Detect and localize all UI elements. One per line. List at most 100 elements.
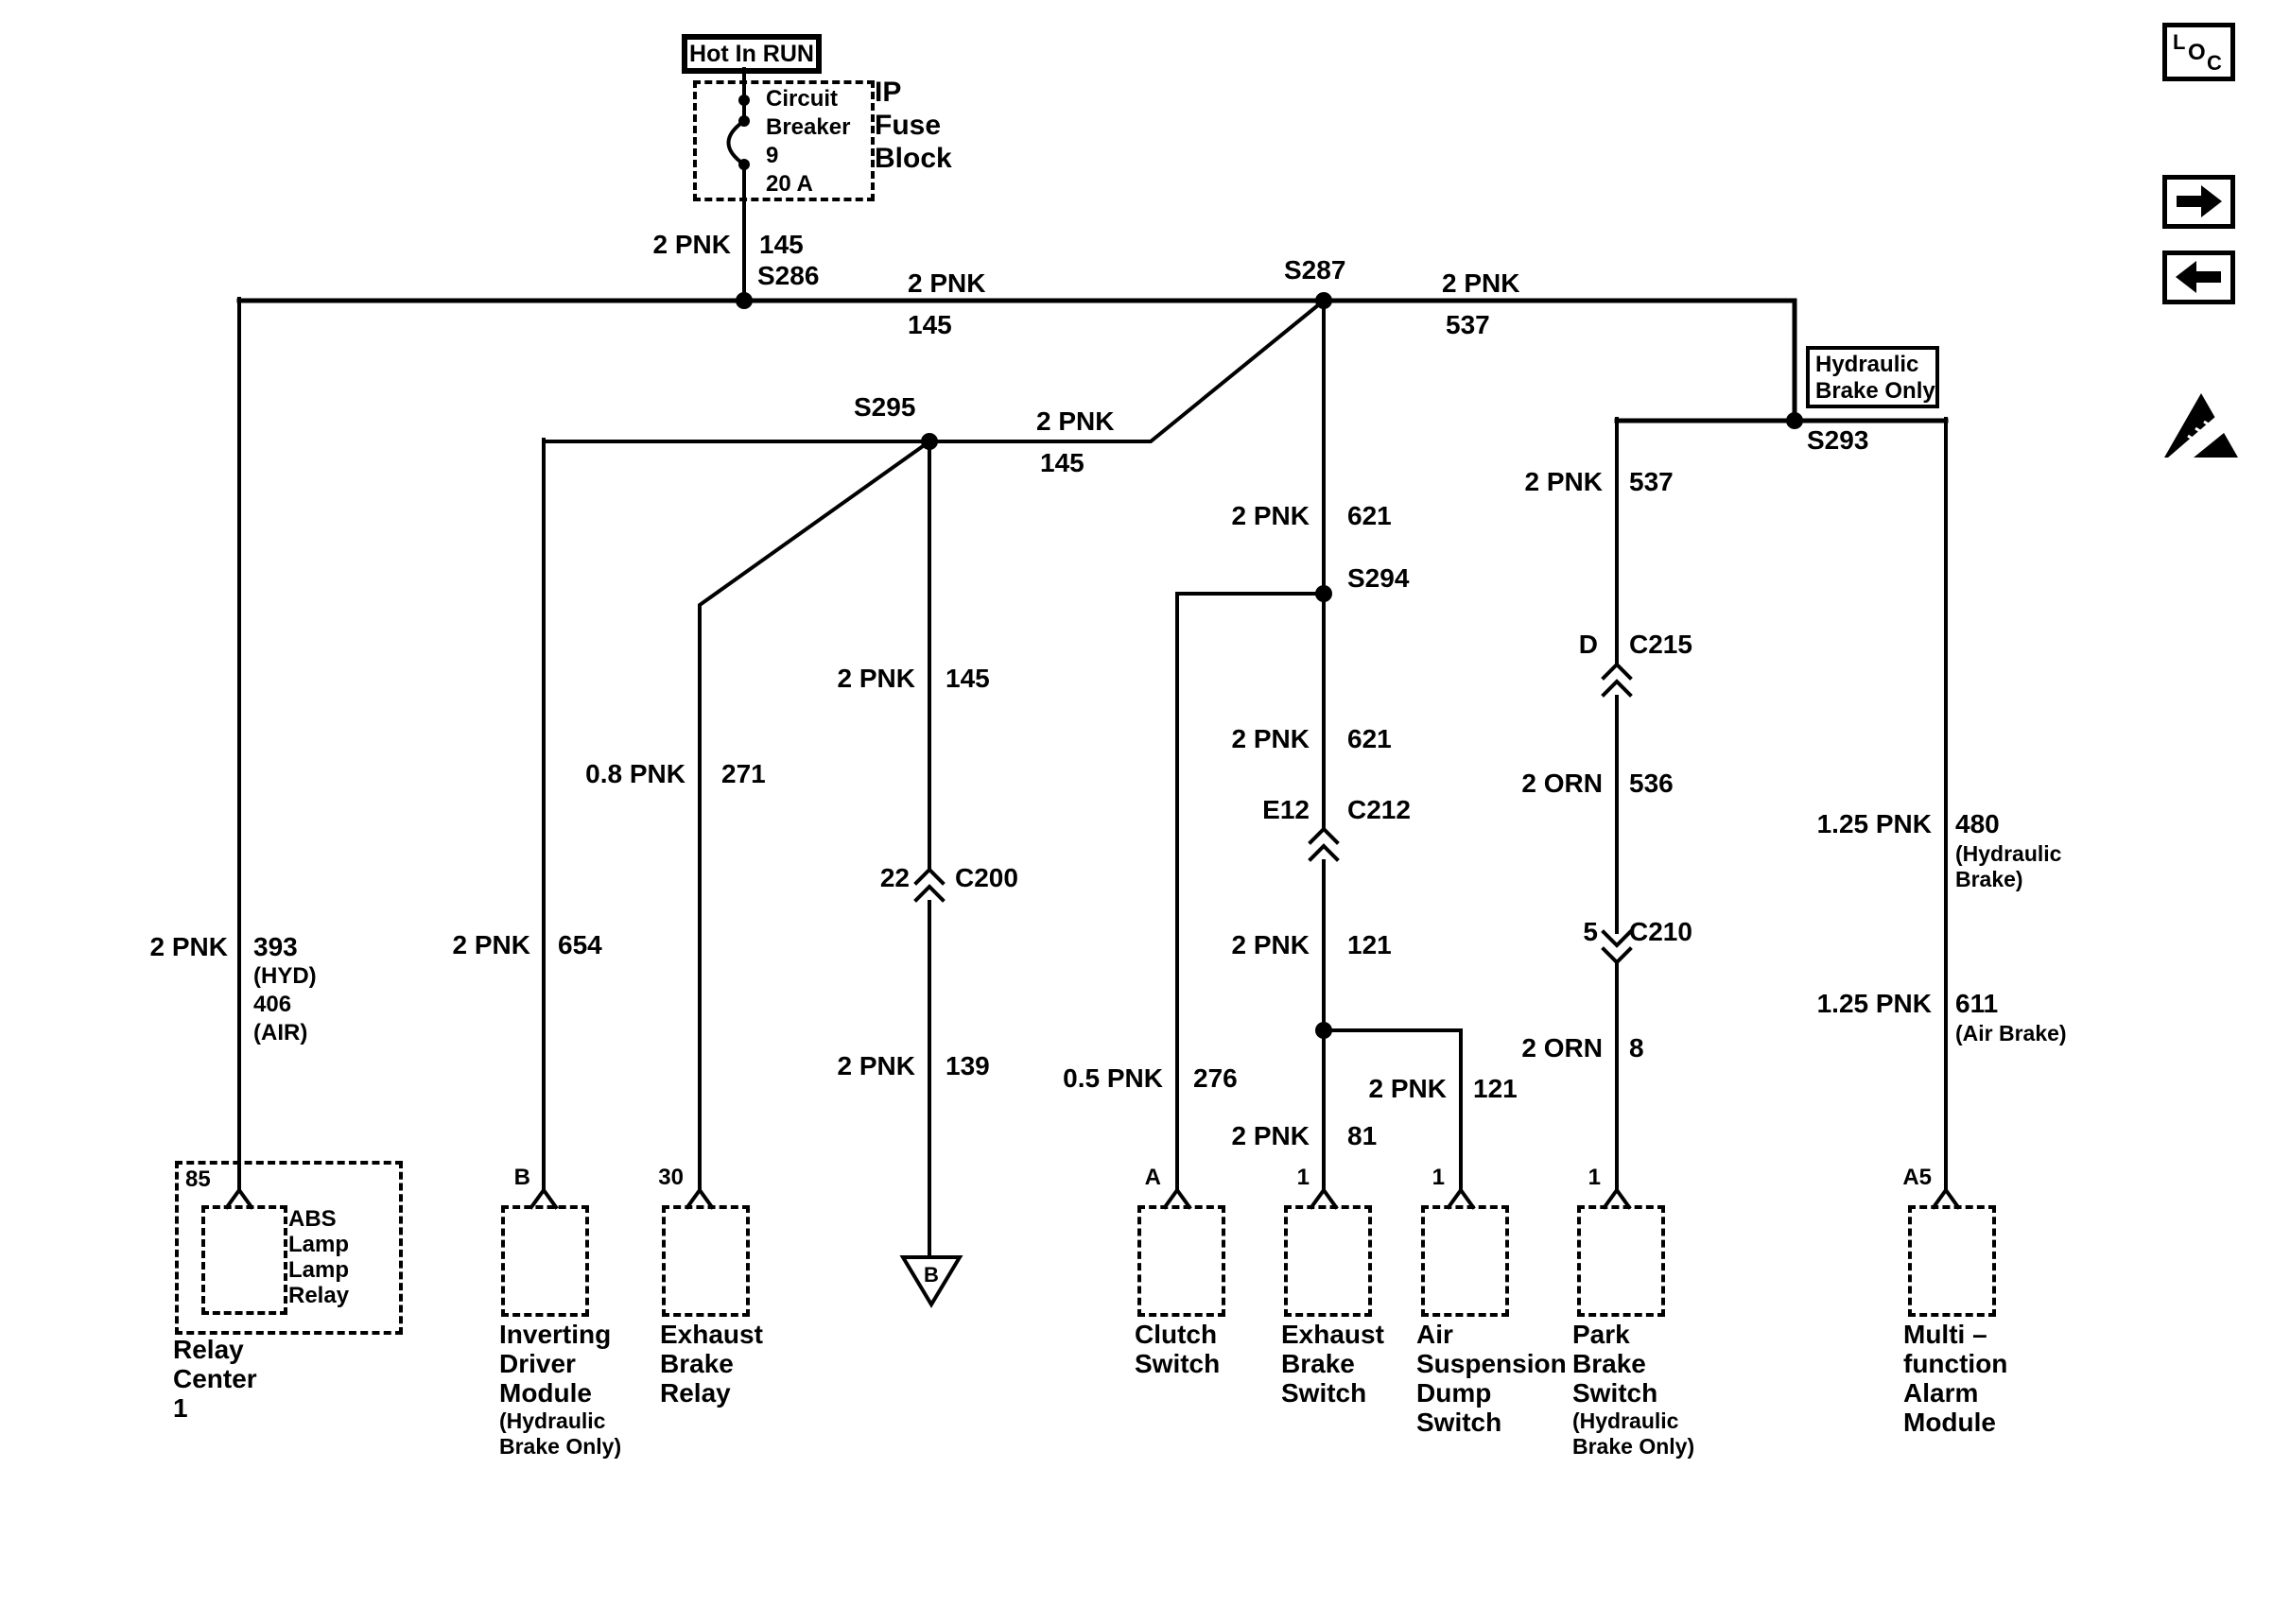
connector-c215-chevrons xyxy=(1601,662,1633,698)
wire-label-color: 2 ORN xyxy=(1521,1033,1603,1063)
wire-label-circuit: 536 xyxy=(1629,769,1674,798)
clutch-switch-caption: Clutch Switch xyxy=(1135,1320,1221,1378)
loc-button[interactable]: L O C xyxy=(2162,23,2235,81)
exhaust-brake-switch-box xyxy=(1284,1205,1372,1317)
splice-label-s294: S294 xyxy=(1347,563,1410,593)
wire-label-color: 2 PNK xyxy=(1036,406,1115,436)
park-brake-switch-box xyxy=(1577,1205,1665,1317)
exhaust-brake-relay-caption: Exhaust Brake Relay xyxy=(660,1320,763,1408)
wire-label-circuit: 611 xyxy=(1955,989,1999,1018)
pin-label-a: A xyxy=(1144,1165,1161,1190)
wire-label-color: 2 PNK xyxy=(837,1051,915,1080)
ground-label: B xyxy=(924,1263,939,1287)
exhaust-brake-relay-box xyxy=(662,1205,750,1317)
wire-label-color: 2 PNK xyxy=(452,930,530,959)
wire-label-note: (HYD) 406 (AIR) xyxy=(253,963,317,1045)
pin-label-1-exh: 1 xyxy=(1296,1165,1310,1190)
connector-pin: E12 xyxy=(1262,795,1310,824)
wire-clutch-branch xyxy=(1175,592,1326,1192)
connector-id: C212 xyxy=(1347,795,1411,824)
pin-label-a5: A5 xyxy=(1902,1165,1932,1190)
exhaust-brake-switch-caption: Exhaust Brake Switch xyxy=(1281,1320,1384,1408)
ip-fuse-block-label: IP Fuse Block xyxy=(875,77,952,174)
wire-label-color: 2 ORN xyxy=(1521,769,1603,798)
pin-label-30: 30 xyxy=(658,1165,684,1190)
pin-label-1-air: 1 xyxy=(1431,1165,1445,1190)
wire-label-circuit: 393 xyxy=(253,932,298,961)
splice-label-s286: S286 xyxy=(757,261,820,290)
wire-label-circuit: 537 xyxy=(1629,467,1674,496)
wire-label-color: 1.25 PNK xyxy=(1816,989,1932,1018)
splice-label-s287: S287 xyxy=(1284,255,1346,285)
connector-pin: 22 xyxy=(879,863,910,892)
wire-label-circuit: 145 xyxy=(908,310,952,339)
wire-label-color: 2 PNK xyxy=(1231,501,1310,530)
wire-label-circuit: 480 xyxy=(1955,809,2000,838)
loc-letter-o: O xyxy=(2188,40,2206,65)
splice-label-s295: S295 xyxy=(854,392,916,422)
inverting-driver-module-note: (Hydraulic Brake Only) xyxy=(499,1408,622,1459)
next-page-button[interactable] xyxy=(2162,175,2235,229)
air-suspension-dump-switch-caption: Air Suspension Dump Switch xyxy=(1416,1320,1567,1437)
wire-label-color: 2 PNK xyxy=(908,268,986,298)
wire-label-circuit: 121 xyxy=(1473,1074,1518,1103)
ground-triangle xyxy=(899,1255,963,1308)
pin-label-85: 85 xyxy=(185,1166,211,1192)
hydraulic-brake-only-label: Hydraulic Brake Only xyxy=(1815,352,1935,404)
wire-label-color: 1.25 PNK xyxy=(1816,809,1932,838)
connector-c210-chevrons xyxy=(1601,929,1633,965)
park-brake-switch-caption: Park Brake Switch xyxy=(1572,1320,1658,1408)
wire-label-circuit: 8 xyxy=(1629,1033,1644,1063)
hot-in-run-label: Hot In RUN xyxy=(689,41,814,67)
left-arrow-icon xyxy=(2176,261,2221,293)
circuit-breaker-label: Circuit Breaker 9 20 A xyxy=(766,86,851,197)
wire-label-circuit: 271 xyxy=(721,759,766,788)
wire-label-circuit: 276 xyxy=(1193,1063,1238,1093)
splice-dots xyxy=(736,95,1803,1039)
wire-label-color: 2 PNK xyxy=(1524,467,1603,496)
clutch-switch-box xyxy=(1137,1205,1225,1317)
wire-label-circuit: 537 xyxy=(1446,310,1490,339)
relay-center-box xyxy=(175,1161,403,1335)
connector-id: C215 xyxy=(1629,630,1692,659)
splice-label-s293: S293 xyxy=(1807,425,1869,455)
right-arrow-icon xyxy=(2177,185,2222,217)
connector-pin: D xyxy=(1578,630,1598,659)
multi-function-alarm-module-box xyxy=(1908,1205,1996,1317)
inverting-driver-module-box xyxy=(501,1205,589,1317)
park-brake-switch-note: (Hydraulic Brake Only) xyxy=(1572,1408,1695,1459)
abs-lamp-relay-box xyxy=(201,1205,287,1315)
wire-label-color: 2 PNK xyxy=(1231,930,1310,959)
wire-exhrelay-diag xyxy=(698,439,932,1192)
connector-id: C210 xyxy=(1629,917,1692,946)
wire-label-circuit: 145 xyxy=(1040,448,1084,477)
wire-label-note: (Air Brake) xyxy=(1955,1021,2067,1045)
wire-label-color: 2 PNK xyxy=(1368,1074,1447,1103)
wire-label-circuit: 145 xyxy=(759,230,804,259)
hydraulic-brake-only-box: Hydraulic Brake Only xyxy=(1806,346,1939,408)
wire-label-circuit: 621 xyxy=(1347,724,1392,753)
inverting-driver-module-caption: Inverting Driver Module xyxy=(499,1320,612,1408)
circuit-breaker-arc xyxy=(726,118,747,167)
prev-page-button[interactable] xyxy=(2162,251,2235,304)
connector-id: C200 xyxy=(955,863,1018,892)
wire-label-circuit: 654 xyxy=(558,930,602,959)
loc-letter-c: C xyxy=(2207,51,2222,75)
wire-label-circuit: 121 xyxy=(1347,930,1392,959)
connector-c200-chevrons xyxy=(913,867,946,903)
connector-pin: 5 xyxy=(1583,917,1598,946)
wire-s295-bus xyxy=(542,298,1327,443)
wire-label-color: 0.8 PNK xyxy=(585,759,685,788)
multi-function-alarm-module-caption: Multi – function Alarm Module xyxy=(1903,1320,2008,1437)
wire-label-circuit: 621 xyxy=(1347,501,1392,530)
wire-label-circuit: 145 xyxy=(946,664,990,693)
hot-in-run-box: Hot In RUN xyxy=(682,34,822,74)
wire-label-color: 2 PNK xyxy=(149,932,228,961)
loc-letter-l: L xyxy=(2173,30,2186,54)
wire-label-color: 2 PNK xyxy=(1442,268,1520,298)
pin-label-1-park: 1 xyxy=(1588,1165,1601,1190)
wire-label-color: 0.5 PNK xyxy=(1063,1063,1163,1093)
relay-center-caption: Relay Center 1 xyxy=(173,1335,257,1423)
